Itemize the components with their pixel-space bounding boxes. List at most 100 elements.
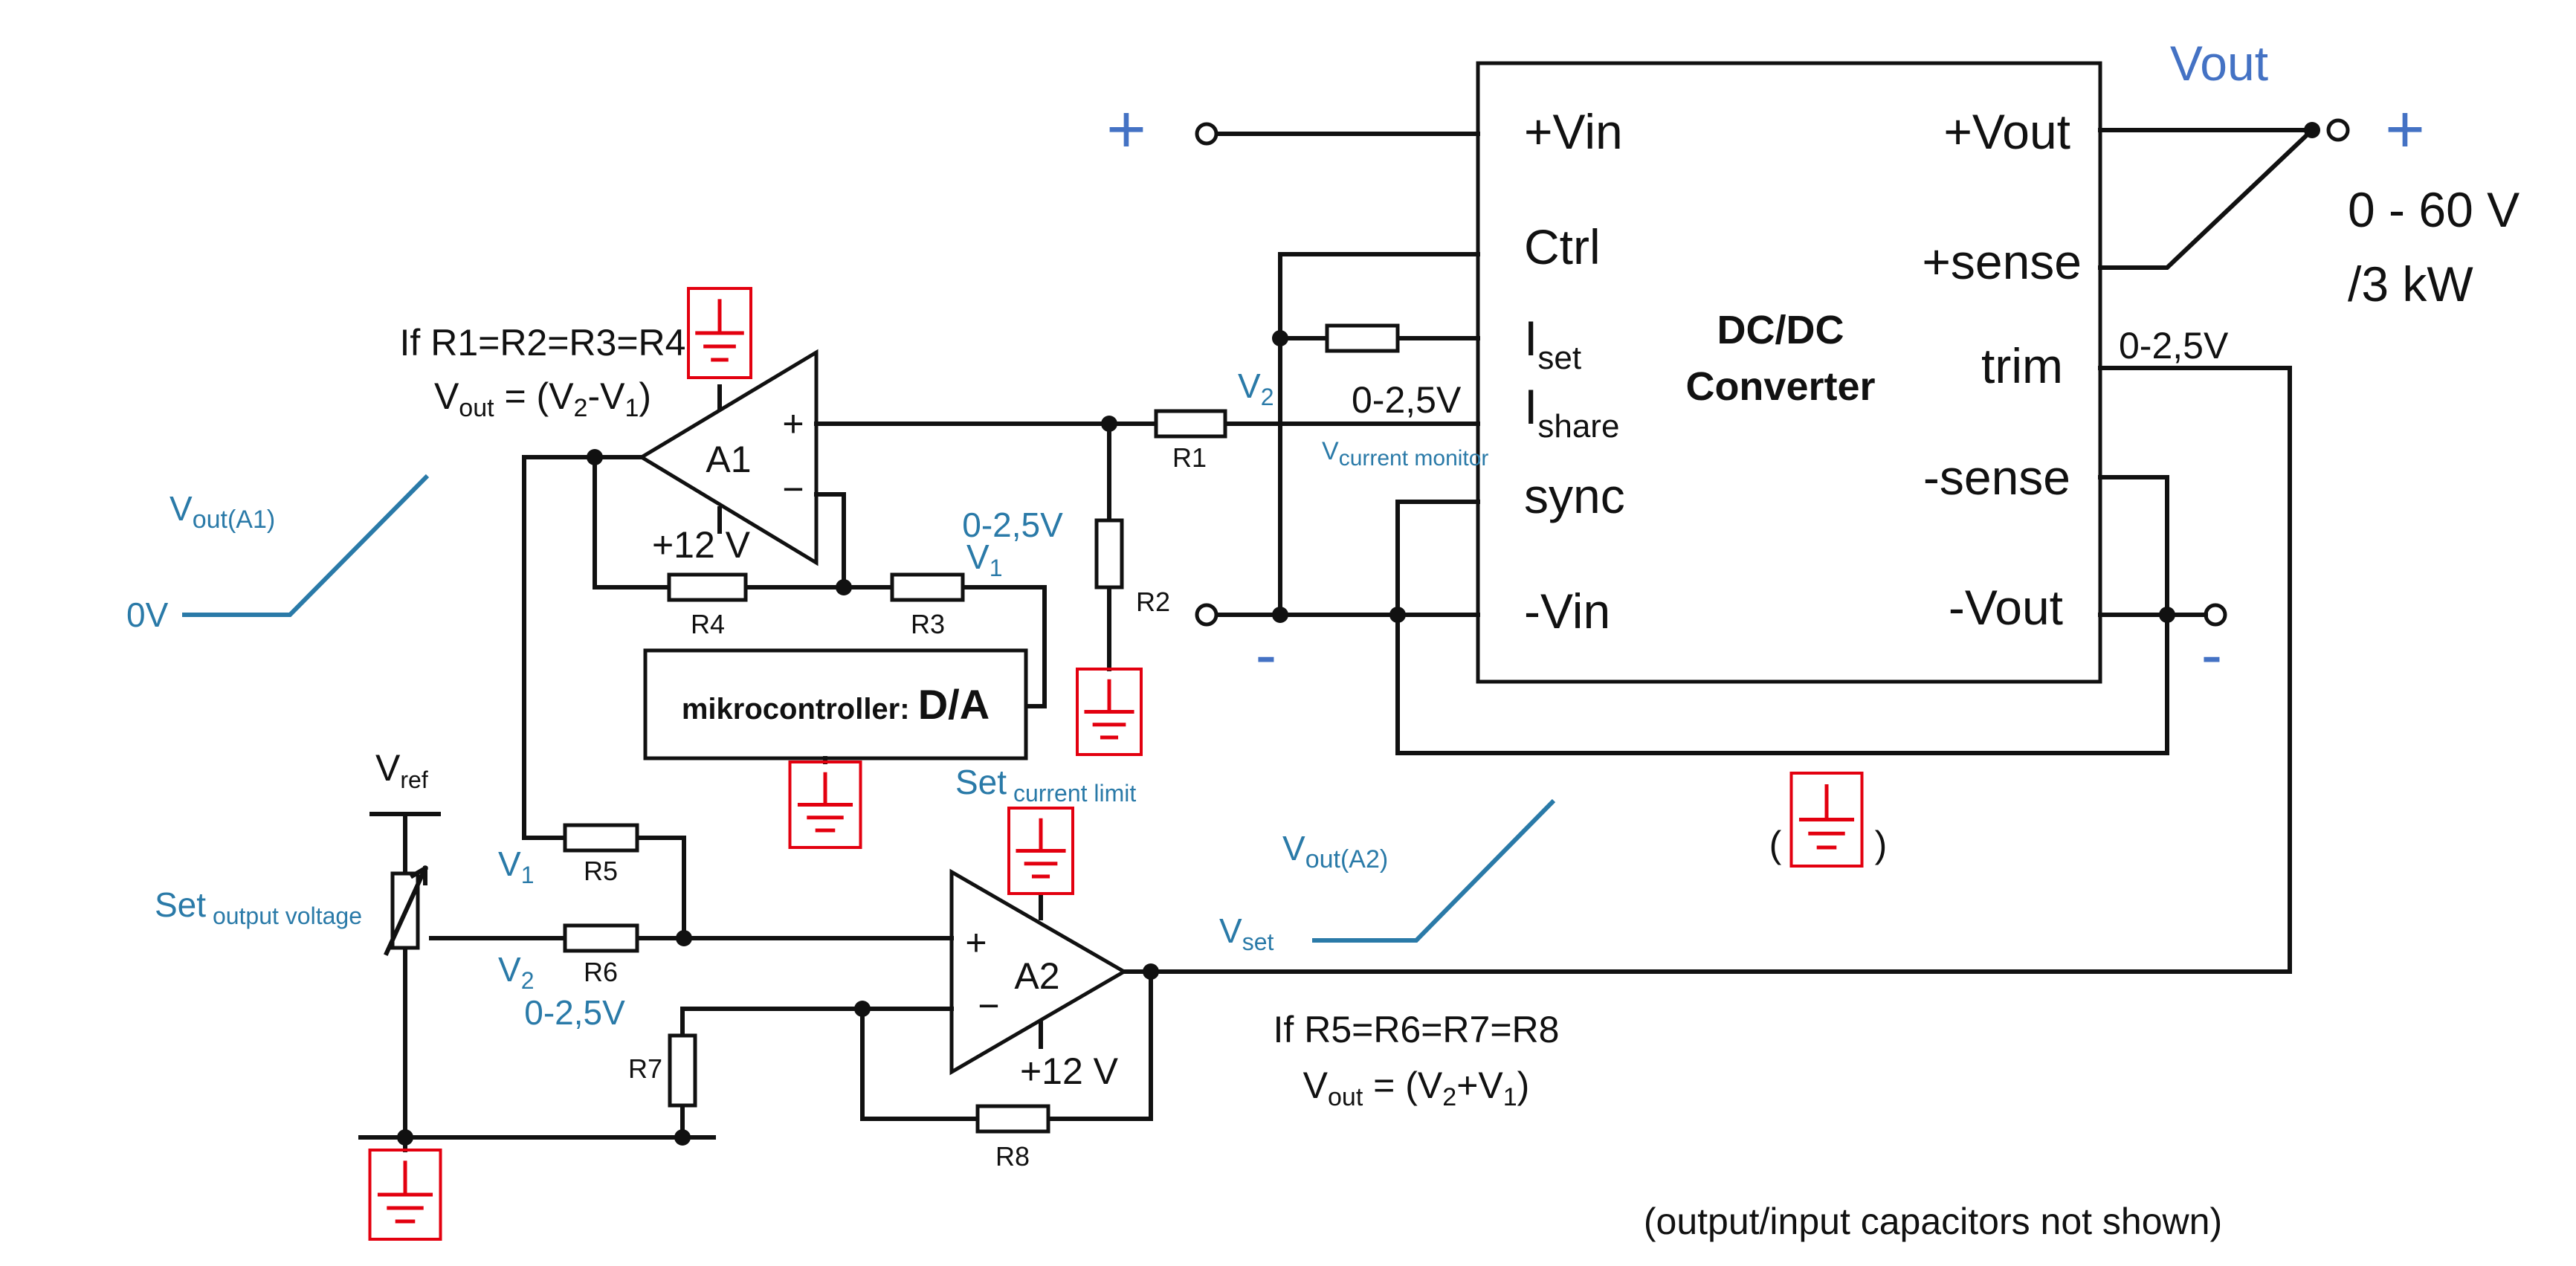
a2-adder: A2 + − +12 V R5 R6 R7 R8 If R5=R6=R7=R8 … [429, 823, 1560, 1172]
vref-label: Vref [375, 747, 428, 793]
a1-minus-input: − [782, 468, 804, 510]
resistor-r3 [890, 572, 965, 602]
a1-formula-line2: Vout = (V2-V1) [434, 375, 651, 422]
resistor-r2 [1094, 518, 1124, 590]
mcu-label: mikrocontroller: D/A [682, 681, 990, 728]
a1-plus-input: + [782, 403, 804, 445]
pin-vin-plus: +Vin [1524, 104, 1623, 159]
wire-sync [1395, 500, 2169, 755]
pin-sense-minus: -sense [1923, 450, 2070, 505]
a2-minus-input: − [978, 985, 999, 1027]
resistor-r5 [563, 823, 639, 853]
label-r1: R1 [1172, 442, 1207, 473]
a2-name: A2 [1014, 955, 1059, 997]
graph-a2: Vout(A2) Vset [1219, 798, 1556, 955]
trim-range: 0-2,5V [2119, 325, 2229, 366]
pot-wiper [384, 865, 429, 956]
mcu-box [643, 648, 1028, 760]
ground-a2-supply-box [1007, 807, 1074, 895]
a1-formula-line1: If R1=R2=R3=R4 [400, 322, 686, 364]
ground-chassis [1789, 772, 1864, 868]
ground-vref [368, 1149, 442, 1241]
vref-potentiometer [358, 812, 716, 1152]
a1-to-r5-wire [522, 455, 597, 840]
ground-a2-supply [1007, 807, 1074, 895]
label-r4: R4 [691, 609, 725, 639]
converter-title-line2: Converter [1685, 364, 1875, 409]
v2-label-left: V2 [498, 950, 534, 994]
pin-vout-minus: -Vout [1949, 580, 2063, 635]
junction-iset [1272, 330, 1288, 346]
a1-subtractor: A1 + − +12 V R4 R3 R1 R2 If R1=R2=R3=R4 … [400, 322, 1480, 840]
v-current-monitor-label: Vcurrent monitor [1322, 437, 1488, 471]
a2-formula-line1: If R5=R6=R7=R8 [1274, 1009, 1560, 1050]
resistor-r4 [667, 572, 748, 602]
microcontroller: mikrocontroller: D/A [643, 648, 1028, 764]
resistor-r6 [563, 923, 639, 953]
resistor-r8 [975, 1104, 1050, 1134]
v1-label-left: V1 [498, 844, 534, 888]
pin-trim: trim [1981, 338, 2063, 393]
label-r6: R6 [584, 957, 618, 987]
footnote: (output/input capacitors not shown) [1644, 1201, 2222, 1242]
output-rating-line2: /3 kW [2348, 256, 2473, 311]
input-plus-sign: + [1106, 91, 1146, 167]
ground-r2 [1076, 668, 1143, 756]
wire-sense-plus [2098, 126, 2316, 270]
set-output-voltage-label: Set output voltage [155, 885, 362, 929]
ground-vref-box [368, 1149, 442, 1241]
ground-r2-box [1076, 668, 1143, 756]
pin-vout-plus: +Vout [1943, 104, 2070, 159]
wire-ctrl [1278, 252, 1480, 617]
r5-wire [635, 836, 686, 940]
graph-a2-ramp [1312, 798, 1556, 943]
pin-sync: sync [1524, 468, 1625, 523]
resistor-r1 [1154, 409, 1227, 439]
terminal-vout-plus [2326, 118, 2350, 142]
wire-sense-minus [2098, 475, 2208, 617]
v1-range-label: 0-2,5V [962, 506, 1063, 544]
converter-wiring [1149, 118, 2350, 974]
dcdc-converter: +Vin Ctrl Iset Ishare sync -Vin +Vout +s… [1476, 61, 2102, 684]
v2-label-top: V2 [1238, 366, 1274, 410]
chassis-ground-close-paren: ) [1875, 824, 1888, 865]
a1-name: A1 [706, 439, 751, 480]
chassis-ground-open-paren: ( [1769, 824, 1782, 865]
v2-range-left: 0-2,5V [524, 993, 625, 1032]
terminal-vin-minus [1195, 603, 1218, 627]
output-rating-line1: 0 - 60 V [2348, 182, 2519, 237]
graph-a1-zero-label: 0V [126, 595, 169, 634]
pin-vin-minus: -Vin [1524, 584, 1610, 639]
ground-a1-supply-box [687, 287, 752, 379]
graph-a1-label: Vout(A1) [170, 489, 275, 534]
ground-a1-supply [687, 287, 752, 379]
pin-sense-plus: +sense [1922, 234, 2082, 289]
a2-plus-input: + [965, 922, 987, 963]
resistor-iset [1325, 323, 1400, 353]
graph-a1-ramp [182, 474, 430, 617]
graph-a2-label: Vout(A2) [1282, 829, 1388, 873]
r4-feedback-wire [593, 455, 1047, 708]
ground-symbols [368, 287, 1864, 1241]
ishare-range: 0-2,5V [1352, 379, 1462, 421]
a1-supply-label: +12 V [652, 524, 751, 566]
output-plus-sign: + [2385, 91, 2425, 167]
r8-wire [860, 969, 1153, 1121]
graph-a2-vset-label: Vset [1219, 911, 1274, 955]
ground-mcu [788, 760, 862, 849]
wire-trim [1149, 366, 2292, 974]
pin-iset: Iset [1524, 311, 1581, 376]
v1-label-mcu: V1 [966, 537, 1002, 581]
a2-supply-label: +12 V [1020, 1050, 1119, 1092]
output-minus-sign: - [2201, 619, 2223, 691]
label-r5: R5 [584, 856, 618, 886]
r7-wire [680, 1007, 865, 1140]
converter-title-line1: DC/DC [1717, 308, 1844, 352]
a1-minus-wire [814, 492, 846, 590]
set-current-limit-label: Set current limit [955, 763, 1136, 807]
ground-mcu-box [788, 760, 862, 849]
label-r2: R2 [1136, 587, 1170, 617]
terminal-vin-plus [1195, 122, 1218, 146]
pin-ishare: Ishare [1524, 379, 1619, 445]
